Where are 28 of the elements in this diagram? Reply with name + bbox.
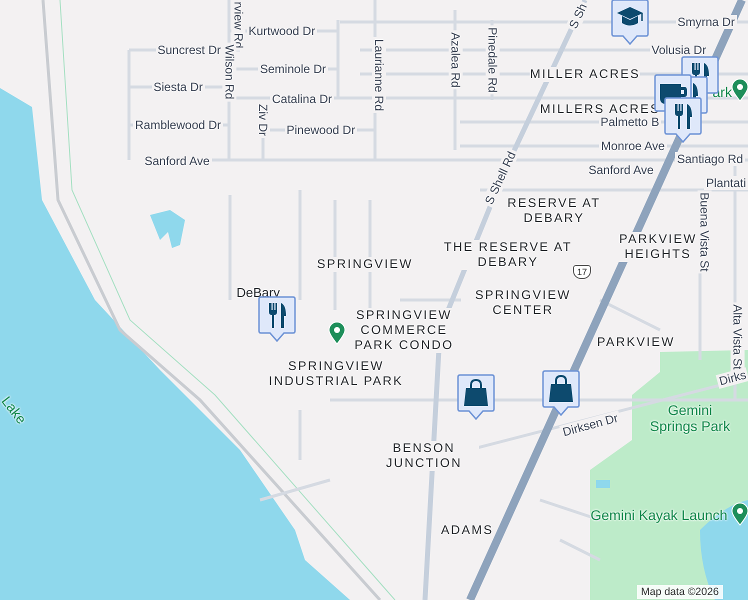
street-label: Pinedale Rd (485, 25, 500, 95)
street-label: Siesta Dr (152, 80, 205, 94)
street-label: Seminole Dr (258, 62, 328, 76)
street-label: Sanford Ave (586, 163, 656, 177)
attribution-text: Map data ©2026 (637, 585, 723, 599)
street-label: Volusia Dr (650, 43, 708, 57)
street-label: Sanford Ave (142, 154, 212, 168)
street-label: Catalina Dr (270, 92, 334, 106)
street-label: Plantati (704, 176, 748, 190)
street-label: Kurtwood Dr (246, 24, 318, 38)
place-label: Gemini Kayak Launch (590, 507, 728, 523)
street-label: Ramblewood Dr (133, 118, 224, 132)
street-label: Ziv Dr (256, 102, 270, 138)
street-label: Smyrna Dr (676, 15, 737, 29)
street-label: Buena Vista St (697, 190, 712, 274)
route-number-label: 17 (573, 265, 592, 279)
street-label: Suncrest Dr (156, 43, 223, 57)
street-label: Santiago Rd (675, 152, 746, 166)
street-label: Palmetto B (598, 115, 662, 129)
street-label: Alta Vista St (730, 302, 744, 372)
neighborhood-label: MILLER ACRES (530, 66, 640, 82)
neighborhood-label: SPRINGVIEW (317, 256, 413, 272)
park-label: Gemini Springs Park (648, 402, 732, 434)
street-label: Monroe Ave (599, 139, 667, 153)
street-label: Pinewood Dr (284, 123, 358, 137)
street-label: Laurianne Rd (372, 36, 386, 114)
street-label: Azalea Rd (448, 30, 462, 90)
neighborhood-label: ADAMS (441, 522, 494, 538)
